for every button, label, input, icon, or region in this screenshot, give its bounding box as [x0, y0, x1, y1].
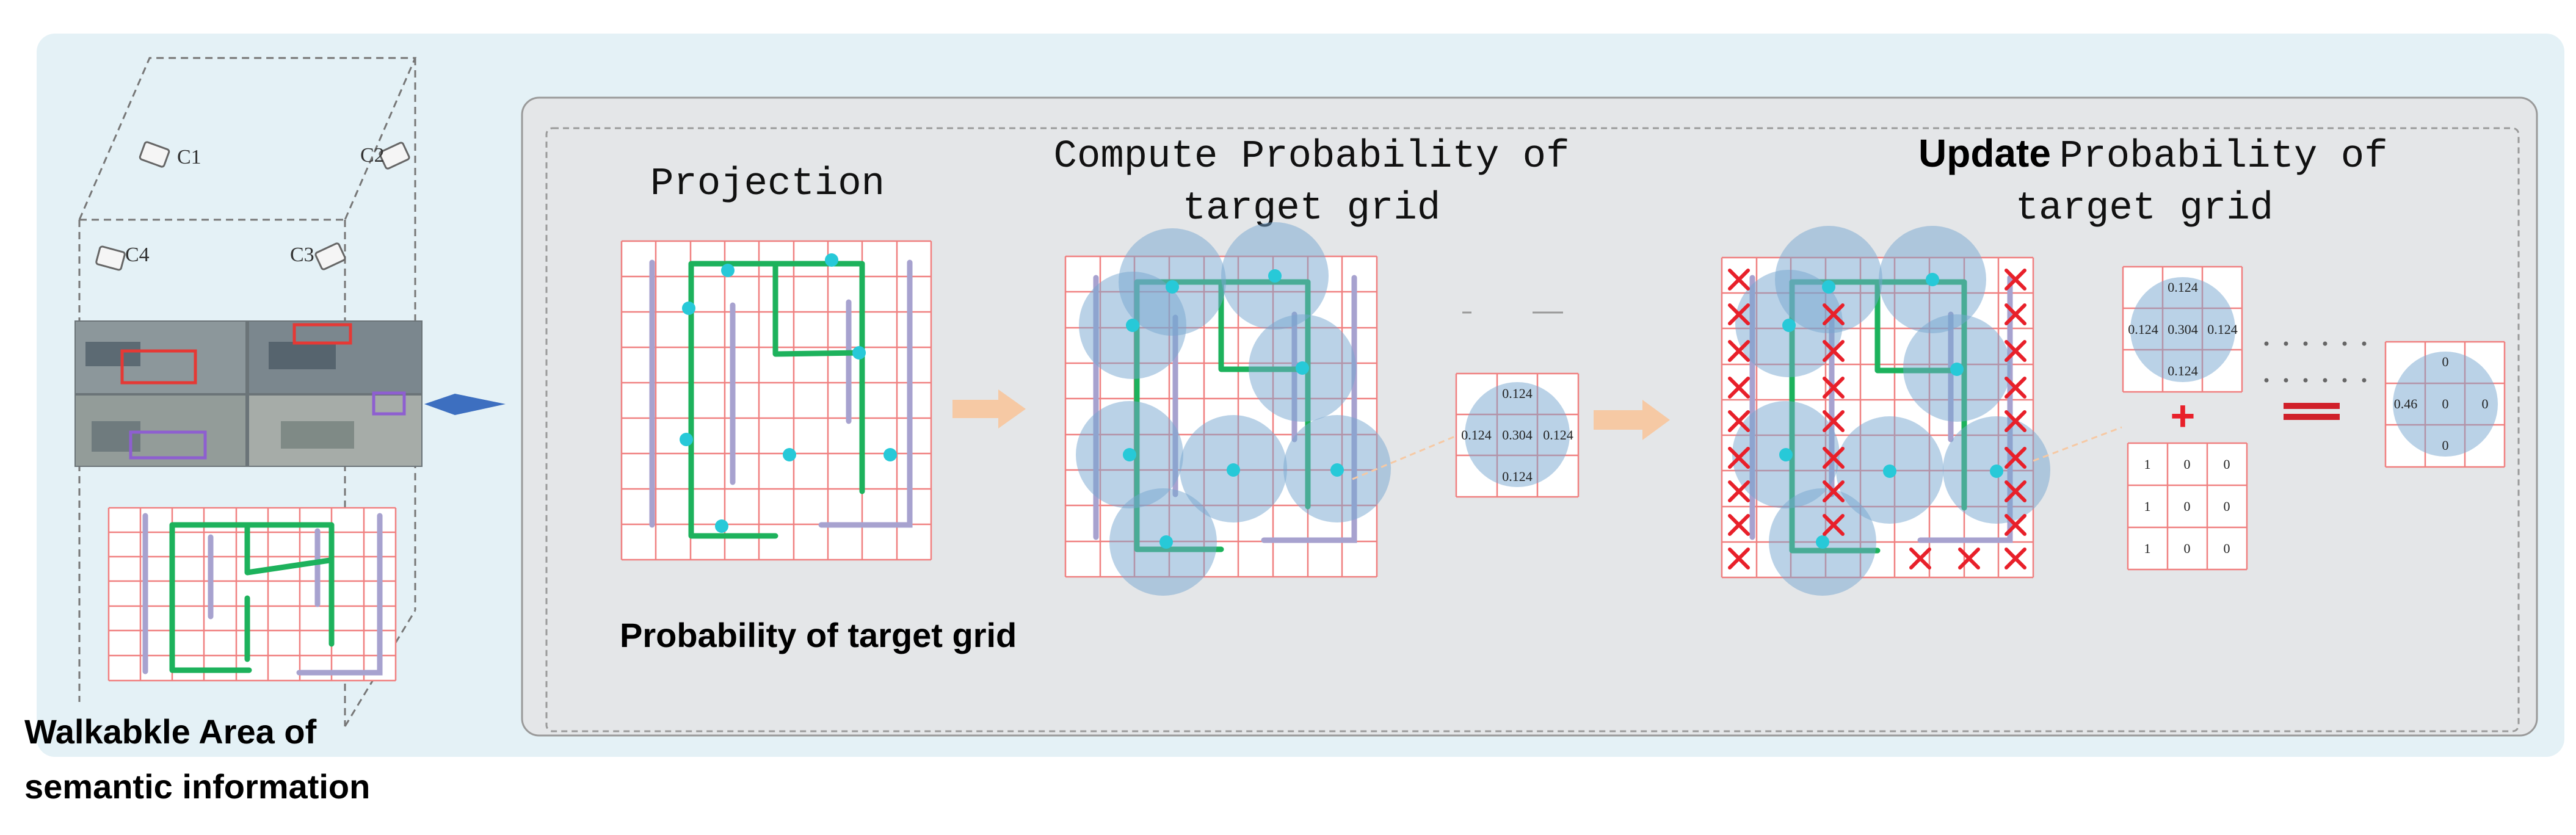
kernel-leader-line	[1352, 432, 1463, 480]
flow-arrow-2	[1594, 400, 1670, 440]
cross-icon	[2005, 340, 2026, 362]
mask-cell: 1	[2144, 541, 2151, 556]
update-title-line2: target grid	[2015, 187, 2273, 231]
camera-icon: C3	[290, 242, 346, 270]
mask-cell: 0	[2184, 499, 2191, 514]
plus-symbol: +	[2171, 392, 2196, 439]
kernel-top-value: 0.124	[1502, 386, 1533, 401]
mask-cell: 0	[2184, 541, 2191, 556]
cross-icon	[2005, 548, 2026, 569]
cross-icon	[2005, 514, 2026, 536]
cross-icon	[1823, 480, 1845, 502]
compute-grid	[1064, 222, 1391, 596]
cross-icon	[1823, 377, 1845, 399]
update-kernel-center: 0.304	[2168, 322, 2198, 337]
projection-grid	[620, 240, 932, 561]
cross-icon	[1728, 410, 1750, 432]
cross-icon	[1728, 480, 1750, 502]
update-kernel-bottom: 0.124	[2168, 363, 2198, 378]
cross-icon	[2005, 269, 2026, 291]
update-kernel-top: 0.124	[2168, 280, 2198, 295]
scene-box: C1 C2 C3 C4	[74, 57, 506, 727]
flow-arrow-1	[952, 389, 1026, 428]
result-left: 0.46	[2394, 396, 2418, 411]
result-right: 0	[2482, 396, 2489, 411]
pipeline-inner-frame	[545, 127, 2520, 732]
mask-cell: 0	[2184, 457, 2191, 472]
camera-icons: C1 C2 C3 C4	[95, 141, 410, 271]
cross-icon	[2005, 480, 2026, 502]
cross-icon	[1823, 410, 1845, 432]
update-grid	[1721, 226, 2050, 596]
cross-icon	[2005, 410, 2026, 432]
cross-icon	[1909, 548, 1931, 569]
cross-icon	[2005, 447, 2026, 469]
cross-icon	[1823, 447, 1845, 469]
left-caption-line1: Walkabkle Area of	[24, 712, 317, 751]
result-top: 0	[2442, 354, 2449, 369]
camera-label-c1: C1	[177, 146, 201, 168]
walkable-area-grid	[107, 507, 397, 682]
update-prob-kernel: 0.124 0.124 0.304 0.124 0.124	[2122, 266, 2243, 393]
left-caption-line2: semantic information	[24, 767, 370, 806]
mask-cell: 0	[2224, 499, 2230, 514]
mask-cell: 0	[2224, 457, 2230, 472]
kernel-grid: 0.124 0.124 0.304 0.124 0.124	[1455, 372, 1580, 498]
camera-icon: C4	[95, 244, 150, 271]
update-title-rest: Probability of	[2059, 135, 2388, 179]
compute-title-line2: target grid	[1183, 187, 1440, 231]
update-title-bold: Update	[1918, 131, 2051, 175]
cross-icon	[1728, 377, 1750, 399]
kernel-bottom-value: 0.124	[1502, 469, 1533, 484]
mask-matrix: 1 0 0 1 0 0 1 0 0	[2127, 442, 2248, 571]
camera-icon: C1	[139, 141, 201, 168]
cross-icon	[1728, 548, 1750, 569]
camera-footage-mosaic	[74, 320, 423, 467]
cross-icon	[1728, 269, 1750, 291]
mask-cell: 0	[2224, 541, 2230, 556]
kernel-left-value: 0.124	[1461, 427, 1492, 443]
cross-icon	[1823, 340, 1845, 362]
compute-title-line1: Compute Probability of	[1054, 135, 1570, 179]
camera-label-c2: C2	[360, 144, 385, 167]
cross-icon	[1823, 514, 1845, 536]
update-kernel-right: 0.124	[2207, 322, 2238, 337]
result-center: 0	[2442, 396, 2449, 411]
equals-sign	[2284, 403, 2340, 420]
mask-cell: 1	[2144, 499, 2151, 514]
update-kernel-left: 0.124	[2128, 322, 2158, 337]
probability-label: Probability of target grid	[620, 616, 1017, 654]
camera-label-c4: C4	[125, 244, 150, 266]
cross-icon	[1728, 514, 1750, 536]
dotted-connector	[2264, 341, 2367, 383]
projection-title: Projection	[650, 162, 885, 206]
cross-icon	[1728, 340, 1750, 362]
cross-icon	[1958, 548, 1980, 569]
update-leader-line	[2033, 426, 2122, 462]
camera-label-c3: C3	[290, 244, 314, 266]
cross-icon	[1823, 303, 1845, 325]
cross-icon	[2005, 377, 2026, 399]
kernel-center-value: 0.304	[1502, 427, 1533, 443]
camera-icon: C2	[360, 142, 410, 170]
result-matrix: 0 0.46 0 0 0	[2384, 341, 2506, 468]
cross-icon	[2005, 303, 2026, 325]
mask-cell: 1	[2144, 457, 2151, 472]
result-bottom: 0	[2442, 438, 2449, 453]
blocked-cell-crosses	[1728, 269, 2026, 569]
cross-icon	[1728, 303, 1750, 325]
cross-icon	[1728, 447, 1750, 469]
kernel-right-value: 0.124	[1543, 427, 1573, 443]
connector-arrow	[424, 394, 506, 415]
